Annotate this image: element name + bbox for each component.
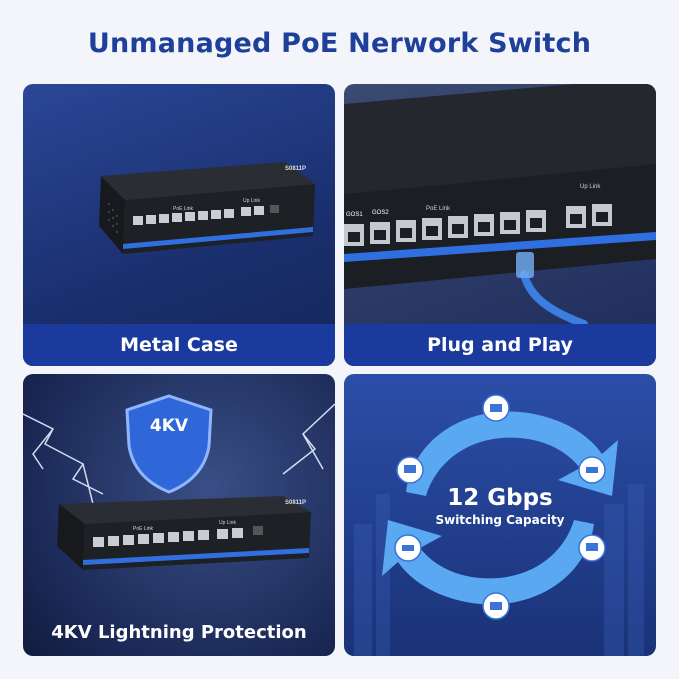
panel-lightning-protection: 4KV S0811P PoE Link Up Link 4KV Lightnin… — [23, 374, 335, 656]
model-label: S0811P — [285, 500, 307, 506]
port-label-gos2: GOS2 — [372, 210, 389, 216]
panel-metal-case: S0811P PoE Link Up Link Metal Case — [23, 84, 335, 366]
switch-photo-metal-case — [99, 162, 315, 254]
page-title: Unmanaged PoE Nerwork Switch — [87, 28, 592, 59]
uplink-label: Up Link — [243, 198, 260, 204]
cycle-arrows-graphic — [354, 394, 644, 656]
panel-switching-capacity: 12 Gbps Switching Capacity — [344, 374, 656, 656]
port-label-gos1: GOS1 — [346, 212, 363, 218]
poe-link-label: PoE Link — [133, 526, 154, 532]
capacity-value: 12 Gbps — [447, 485, 553, 511]
uplink-label: Up Link — [580, 184, 601, 190]
model-label: S0811P — [285, 166, 307, 172]
poe-link-label: PoE Link — [173, 206, 194, 212]
uplink-label: Up Link — [219, 520, 236, 526]
caption-metal-case: Metal Case — [23, 324, 335, 366]
caption-lightning-protection: 4KV Lightning Protection — [51, 621, 307, 643]
4kv-shield-badge: 4KV — [149, 416, 189, 436]
panel-plug-and-play: PoE Link Up Link GOS1 GOS2 Plug and Play — [344, 84, 656, 366]
switch-closeup-photo — [344, 84, 656, 328]
capacity-label: Switching Capacity — [435, 513, 565, 527]
caption-plug-and-play: Plug and Play — [344, 324, 656, 366]
lightning-scene — [23, 394, 335, 570]
poe-link-label: PoE Link — [426, 206, 451, 212]
switching-capacity: 12 Gbps Switching Capacity — [344, 484, 656, 528]
